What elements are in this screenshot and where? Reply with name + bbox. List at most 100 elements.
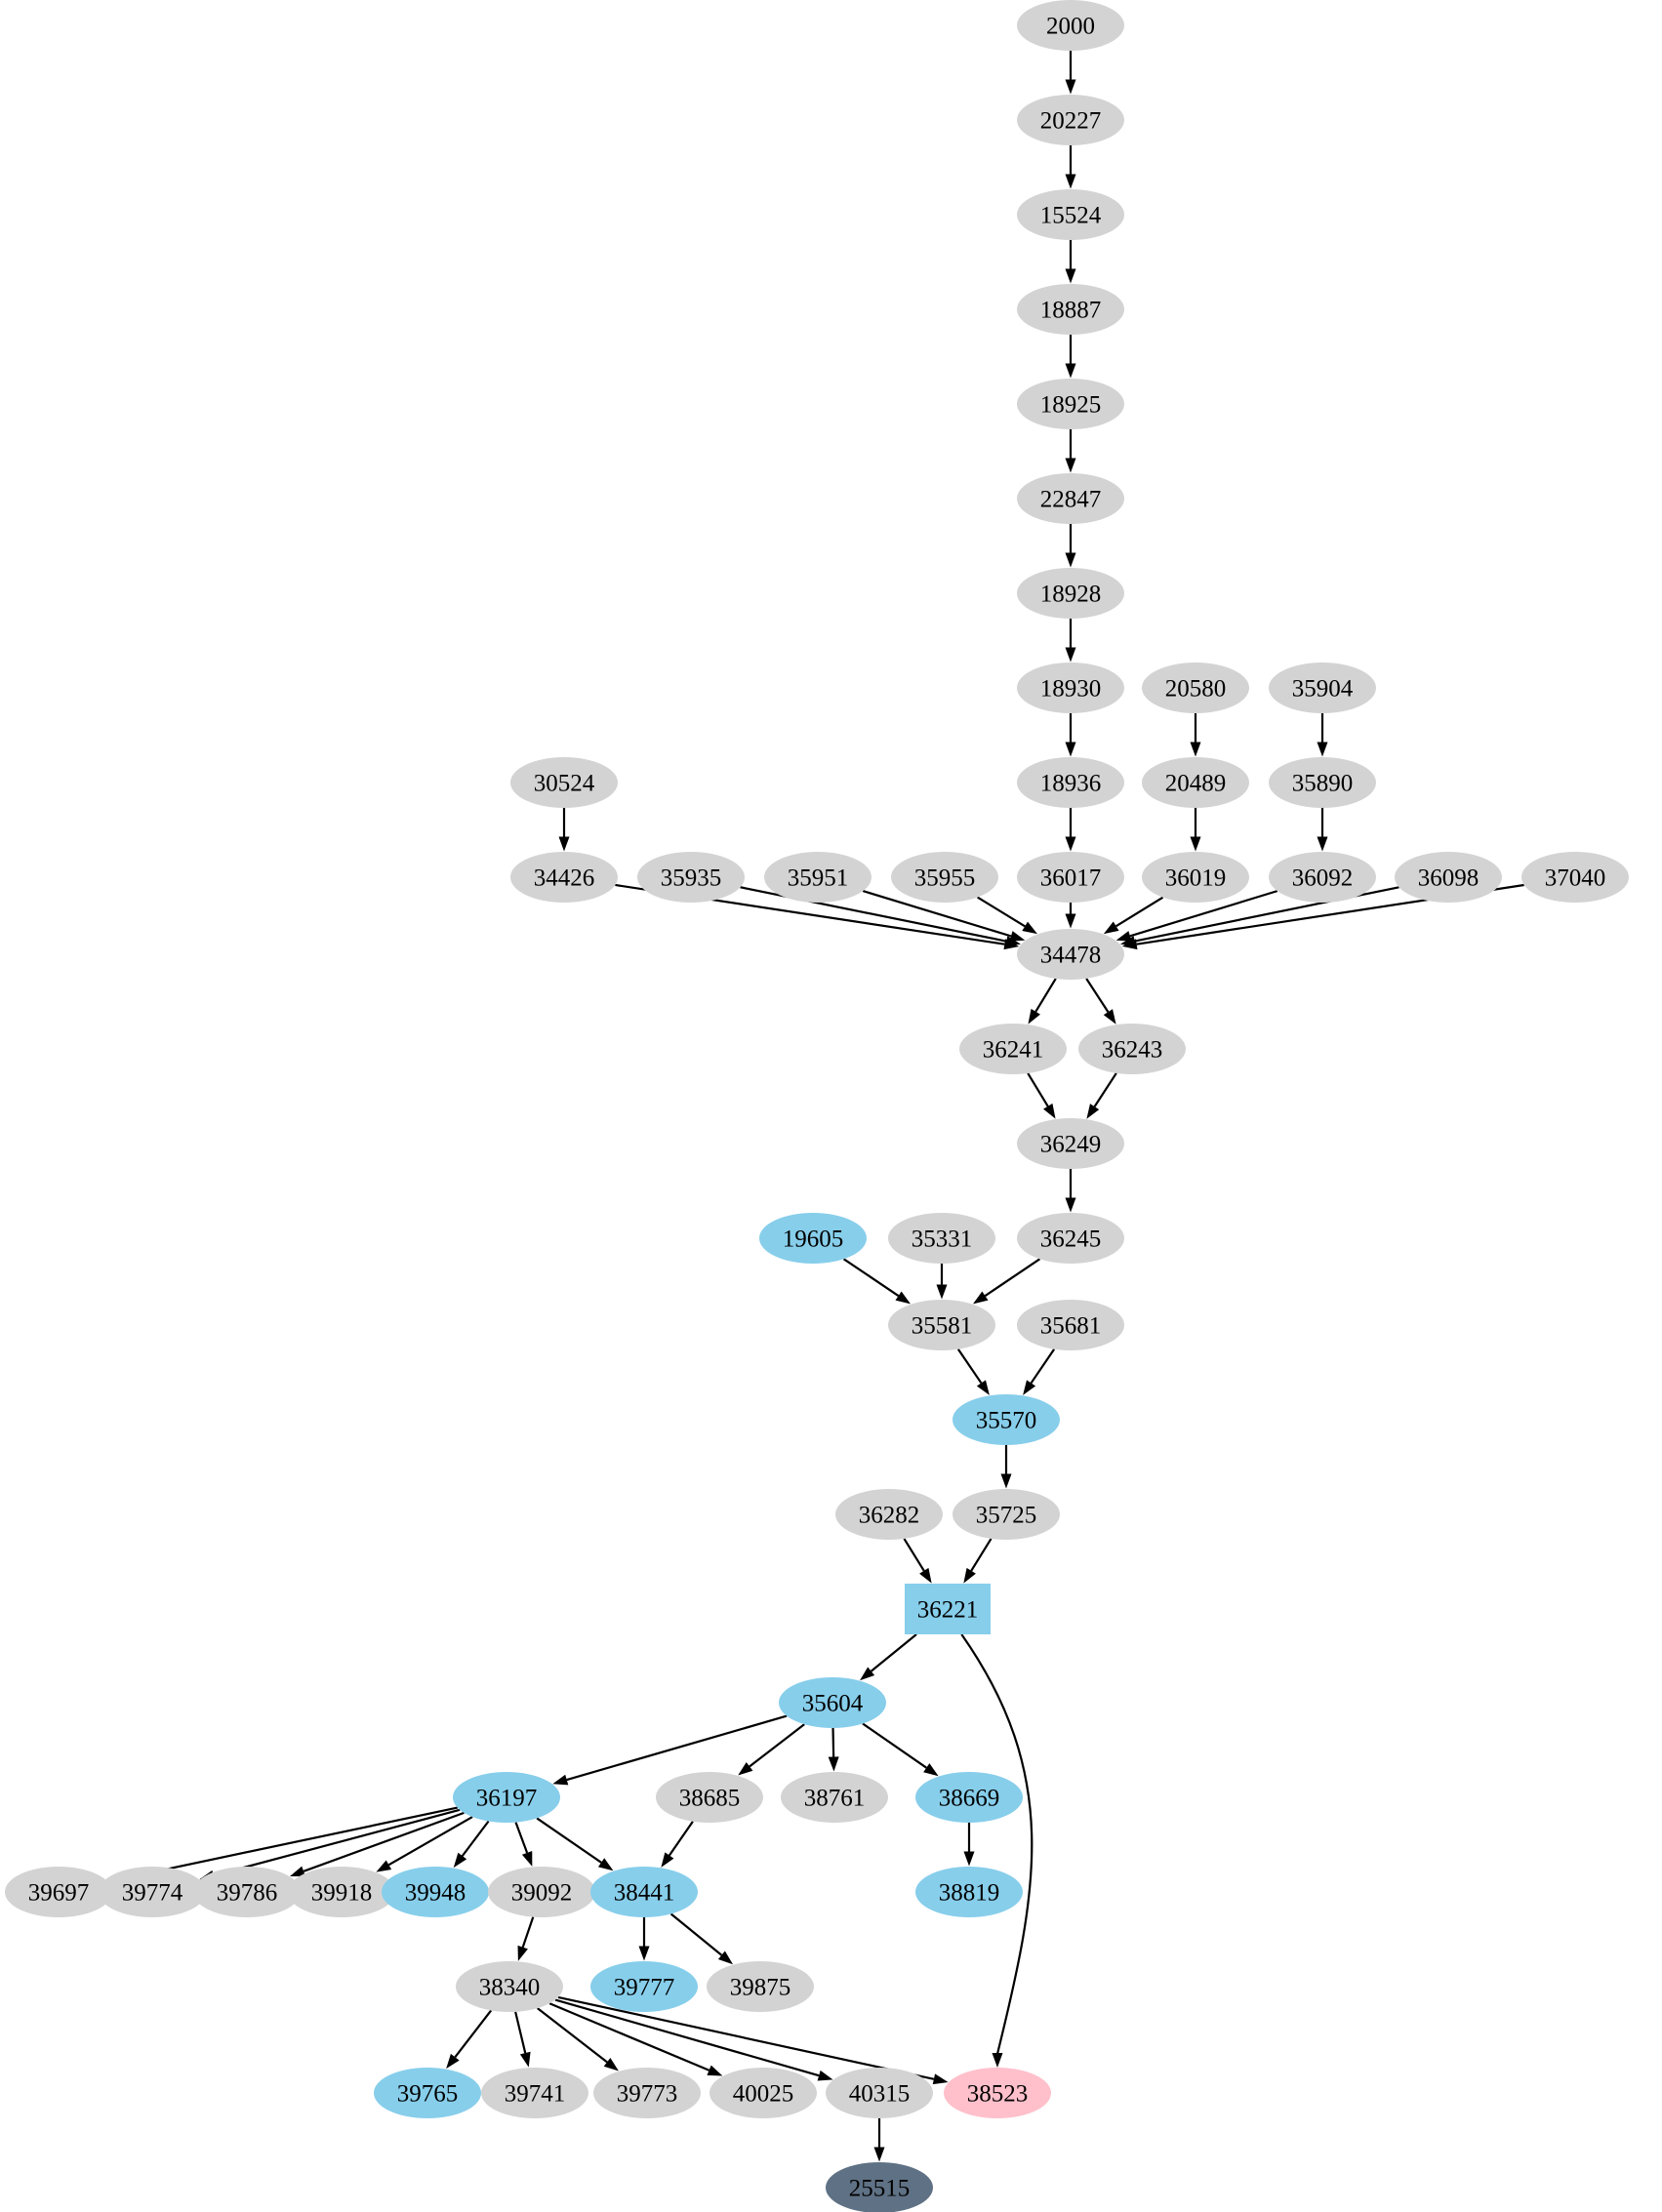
graph-node-35951[interactable]: 35951 — [764, 852, 872, 903]
graph-node-39092[interactable]: 39092 — [488, 1867, 595, 1917]
graph-node-34426[interactable]: 34426 — [510, 852, 618, 903]
node-ellipse-39697[interactable] — [5, 1867, 112, 1917]
graph-node-39948[interactable]: 39948 — [382, 1867, 489, 1917]
node-ellipse-35951[interactable] — [764, 852, 872, 903]
graph-node-36092[interactable]: 36092 — [1269, 852, 1376, 903]
node-ellipse-20489[interactable] — [1142, 757, 1249, 808]
node-ellipse-22847[interactable] — [1017, 473, 1124, 524]
graph-node-36243[interactable]: 36243 — [1078, 1024, 1186, 1074]
node-ellipse-30524[interactable] — [510, 757, 618, 808]
node-ellipse-20580[interactable] — [1142, 663, 1249, 713]
node-ellipse-38685[interactable] — [656, 1772, 763, 1823]
graph-node-20227[interactable]: 20227 — [1017, 95, 1124, 145]
graph-node-36017[interactable]: 36017 — [1017, 852, 1124, 903]
graph-node-39773[interactable]: 39773 — [593, 2068, 701, 2118]
node-ellipse-35681[interactable] — [1017, 1300, 1124, 1350]
node-ellipse-36197[interactable] — [453, 1772, 560, 1823]
graph-node-40025[interactable]: 40025 — [709, 2068, 817, 2118]
graph-node-20580[interactable]: 20580 — [1142, 663, 1249, 713]
node-ellipse-35581[interactable] — [888, 1300, 995, 1350]
graph-node-35890[interactable]: 35890 — [1269, 757, 1376, 808]
node-ellipse-35331[interactable] — [888, 1213, 995, 1264]
node-ellipse-38441[interactable] — [590, 1867, 698, 1917]
graph-node-36245[interactable]: 36245 — [1017, 1213, 1124, 1264]
node-ellipse-40025[interactable] — [709, 2068, 817, 2118]
node-ellipse-2000[interactable] — [1017, 0, 1124, 51]
graph-node-36019[interactable]: 36019 — [1142, 852, 1249, 903]
graph-node-2000[interactable]: 2000 — [1017, 0, 1124, 51]
graph-node-35604[interactable]: 35604 — [779, 1677, 886, 1728]
graph-node-38441[interactable]: 38441 — [590, 1867, 698, 1917]
graph-node-37040[interactable]: 37040 — [1521, 852, 1629, 903]
graph-node-36098[interactable]: 36098 — [1395, 852, 1502, 903]
graph-node-35904[interactable]: 35904 — [1269, 663, 1376, 713]
node-ellipse-18936[interactable] — [1017, 757, 1124, 808]
graph-node-39765[interactable]: 39765 — [374, 2068, 481, 2118]
node-ellipse-38523[interactable] — [944, 2068, 1051, 2118]
node-ellipse-39786[interactable] — [193, 1867, 301, 1917]
node-ellipse-39918[interactable] — [288, 1867, 395, 1917]
node-ellipse-39774[interactable] — [99, 1867, 206, 1917]
graph-node-36282[interactable]: 36282 — [835, 1489, 943, 1540]
node-ellipse-15524[interactable] — [1017, 189, 1124, 240]
graph-node-22847[interactable]: 22847 — [1017, 473, 1124, 524]
graph-node-38340[interactable]: 38340 — [456, 1961, 563, 2012]
graph-node-18930[interactable]: 18930 — [1017, 663, 1124, 713]
graph-node-18928[interactable]: 18928 — [1017, 568, 1124, 619]
node-ellipse-25515[interactable] — [826, 2162, 933, 2212]
node-ellipse-37040[interactable] — [1521, 852, 1629, 903]
node-ellipse-39875[interactable] — [707, 1961, 814, 2012]
node-ellipse-18925[interactable] — [1017, 379, 1124, 429]
graph-node-35581[interactable]: 35581 — [888, 1300, 995, 1350]
graph-node-35725[interactable]: 35725 — [953, 1489, 1060, 1540]
node-ellipse-38669[interactable] — [915, 1772, 1023, 1823]
node-ellipse-39948[interactable] — [382, 1867, 489, 1917]
node-ellipse-18928[interactable] — [1017, 568, 1124, 619]
node-ellipse-40315[interactable] — [826, 2068, 933, 2118]
graph-node-35681[interactable]: 35681 — [1017, 1300, 1124, 1350]
node-ellipse-35570[interactable] — [953, 1394, 1060, 1445]
graph-node-38523[interactable]: 38523 — [944, 2068, 1051, 2118]
graph-node-25515[interactable]: 25515 — [826, 2162, 933, 2212]
graph-node-39741[interactable]: 39741 — [481, 2068, 588, 2118]
node-ellipse-36092[interactable] — [1269, 852, 1376, 903]
graph-node-36221[interactable]: 36221 — [905, 1584, 991, 1634]
graph-node-18936[interactable]: 18936 — [1017, 757, 1124, 808]
node-ellipse-19605[interactable] — [759, 1213, 867, 1264]
node-ellipse-39765[interactable] — [374, 2068, 481, 2118]
node-ellipse-35955[interactable] — [891, 852, 998, 903]
graph-node-35935[interactable]: 35935 — [637, 852, 745, 903]
node-ellipse-36243[interactable] — [1078, 1024, 1186, 1074]
graph-node-39918[interactable]: 39918 — [288, 1867, 395, 1917]
graph-node-40315[interactable]: 40315 — [826, 2068, 933, 2118]
node-ellipse-39773[interactable] — [593, 2068, 701, 2118]
node-ellipse-36249[interactable] — [1017, 1118, 1124, 1169]
graph-node-36241[interactable]: 36241 — [959, 1024, 1067, 1074]
graph-node-39786[interactable]: 39786 — [193, 1867, 301, 1917]
graph-node-15524[interactable]: 15524 — [1017, 189, 1124, 240]
node-ellipse-35904[interactable] — [1269, 663, 1376, 713]
node-ellipse-38819[interactable] — [915, 1867, 1023, 1917]
node-ellipse-36017[interactable] — [1017, 852, 1124, 903]
graph-node-38685[interactable]: 38685 — [656, 1772, 763, 1823]
node-ellipse-18930[interactable] — [1017, 663, 1124, 713]
graph-node-39774[interactable]: 39774 — [99, 1867, 206, 1917]
graph-node-39875[interactable]: 39875 — [707, 1961, 814, 2012]
graph-node-36249[interactable]: 36249 — [1017, 1118, 1124, 1169]
graph-node-20489[interactable]: 20489 — [1142, 757, 1249, 808]
graph-node-18925[interactable]: 18925 — [1017, 379, 1124, 429]
node-ellipse-39777[interactable] — [590, 1961, 698, 2012]
node-ellipse-35935[interactable] — [637, 852, 745, 903]
node-ellipse-35604[interactable] — [779, 1677, 886, 1728]
node-ellipse-20227[interactable] — [1017, 95, 1124, 145]
graph-node-19605[interactable]: 19605 — [759, 1213, 867, 1264]
graph-node-35331[interactable]: 35331 — [888, 1213, 995, 1264]
graph-node-18887[interactable]: 18887 — [1017, 284, 1124, 335]
node-ellipse-18887[interactable] — [1017, 284, 1124, 335]
graph-node-38761[interactable]: 38761 — [781, 1772, 888, 1823]
node-ellipse-36098[interactable] — [1395, 852, 1502, 903]
node-ellipse-36241[interactable] — [959, 1024, 1067, 1074]
node-ellipse-36245[interactable] — [1017, 1213, 1124, 1264]
node-box-36221[interactable] — [905, 1584, 991, 1634]
graph-node-35955[interactable]: 35955 — [891, 852, 998, 903]
